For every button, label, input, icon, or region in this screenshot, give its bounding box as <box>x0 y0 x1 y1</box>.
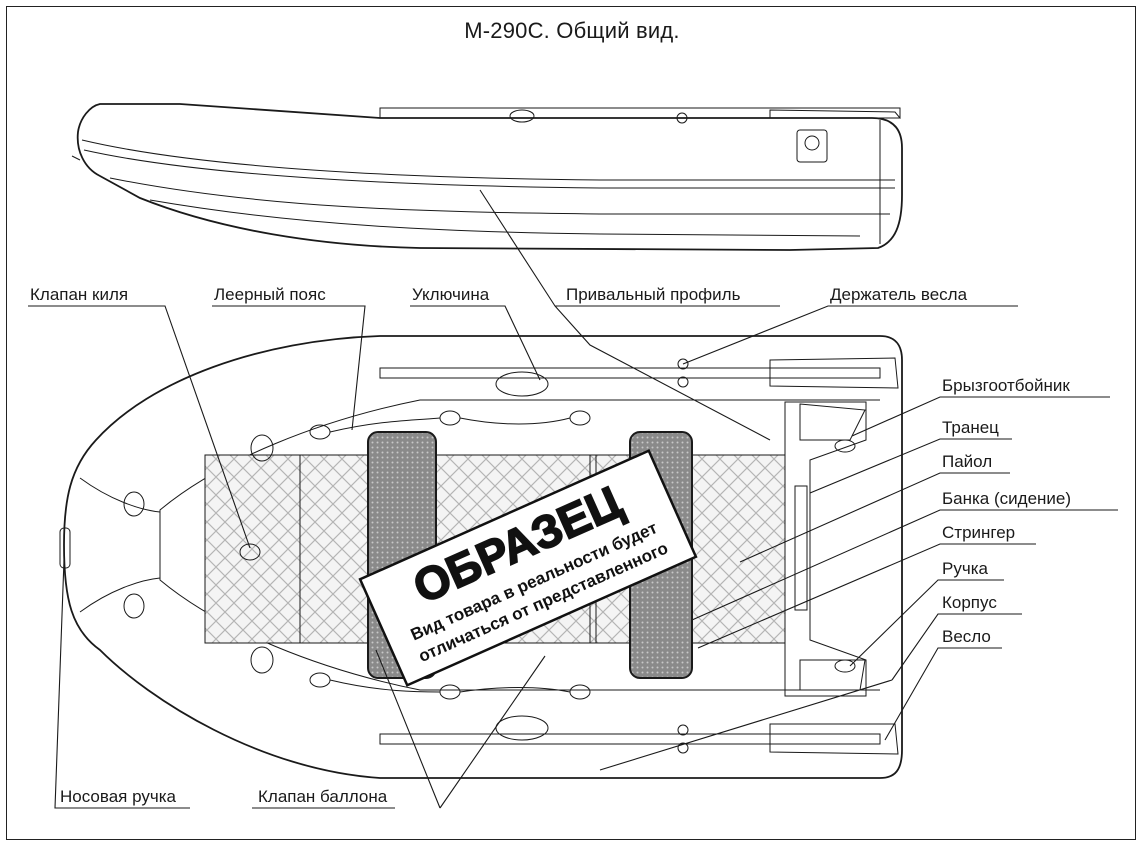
label-transom: Транец <box>942 418 999 437</box>
label-fender-profile: Привальный профиль <box>566 285 741 304</box>
label-hull: Корпус <box>942 593 997 612</box>
labels: Клапан киля Леерный пояс Уключина Привал… <box>30 285 1071 806</box>
leader-oarlock <box>410 305 541 381</box>
oar-bottom-blade <box>769 723 899 755</box>
side-oarlock <box>509 109 535 123</box>
leader-bow-handle <box>54 559 190 809</box>
oar-holder-top-2 <box>677 376 689 388</box>
label-floor: Пайол <box>942 452 992 471</box>
leader-oar-holder <box>682 305 1018 365</box>
drawing-title: М-290С. Общий вид. <box>464 18 680 43</box>
transom-panel <box>784 401 867 697</box>
side-fender-line-1 <box>81 139 895 181</box>
side-view <box>71 103 903 251</box>
stamp-border <box>358 449 698 687</box>
oar-bottom <box>379 733 881 745</box>
splash-guard-top <box>799 403 866 441</box>
label-keel-valve: Клапан киля <box>30 285 128 304</box>
label-handle: Ручка <box>942 559 989 578</box>
brand-logo-icon <box>804 135 820 151</box>
oar-holder-bottom-2 <box>677 742 689 754</box>
side-hull-outline <box>76 103 903 251</box>
transom-plate <box>794 485 808 611</box>
leader-keel-valve <box>28 305 251 549</box>
label-stringer: Стрингер <box>942 523 1015 542</box>
top-inner-tube <box>159 399 880 691</box>
label-lifeline: Леерный пояс <box>214 285 326 304</box>
handle-bottom <box>834 659 856 673</box>
label-tube-valve: Клапан баллона <box>258 787 388 806</box>
leader-hull <box>599 613 1022 771</box>
leader-seat <box>691 509 1118 621</box>
leader-floor <box>739 472 1010 563</box>
leader-splash-guard <box>851 396 1110 437</box>
leader-transom <box>809 438 1012 494</box>
leader-stringer <box>697 543 1036 649</box>
oar-holder-top-1 <box>677 358 689 370</box>
oar-top-blade <box>769 357 899 389</box>
leader-fender-profile <box>479 189 780 441</box>
oar-top <box>379 367 881 379</box>
lifeline-eyes <box>123 410 591 700</box>
side-fender-line-2 <box>83 149 895 189</box>
label-oar: Весло <box>942 627 991 646</box>
bow-handle <box>59 527 71 569</box>
side-oar <box>379 107 901 119</box>
label-oar-holder: Держатель весла <box>830 285 968 304</box>
label-bow-handle: Носовая ручка <box>60 787 177 806</box>
side-lower-line <box>109 177 890 215</box>
leader-tube-valve <box>252 649 546 809</box>
drawing-frame <box>6 6 1136 840</box>
keel-valve <box>239 543 261 561</box>
side-oar-blade <box>769 109 902 119</box>
label-splash-guard: Брызгоотбойник <box>942 376 1070 395</box>
handle-top <box>834 439 856 453</box>
oarlock-bottom <box>495 715 549 741</box>
brand-logo-plate <box>796 129 828 163</box>
side-keel-line <box>149 199 861 237</box>
leader-lines <box>28 189 1118 809</box>
side-bow-handle <box>71 155 81 161</box>
top-bow-inner-2 <box>79 577 161 613</box>
label-oarlock: Уключина <box>412 285 490 304</box>
label-seat: Банка (сидение) <box>942 489 1071 508</box>
leader-handle <box>849 579 1004 667</box>
side-oar-holder <box>676 112 688 124</box>
oar-holder-bottom-1 <box>677 724 689 736</box>
oarlock-top <box>495 371 549 397</box>
leader-oar <box>884 647 1002 741</box>
leader-lifeline <box>212 305 366 431</box>
